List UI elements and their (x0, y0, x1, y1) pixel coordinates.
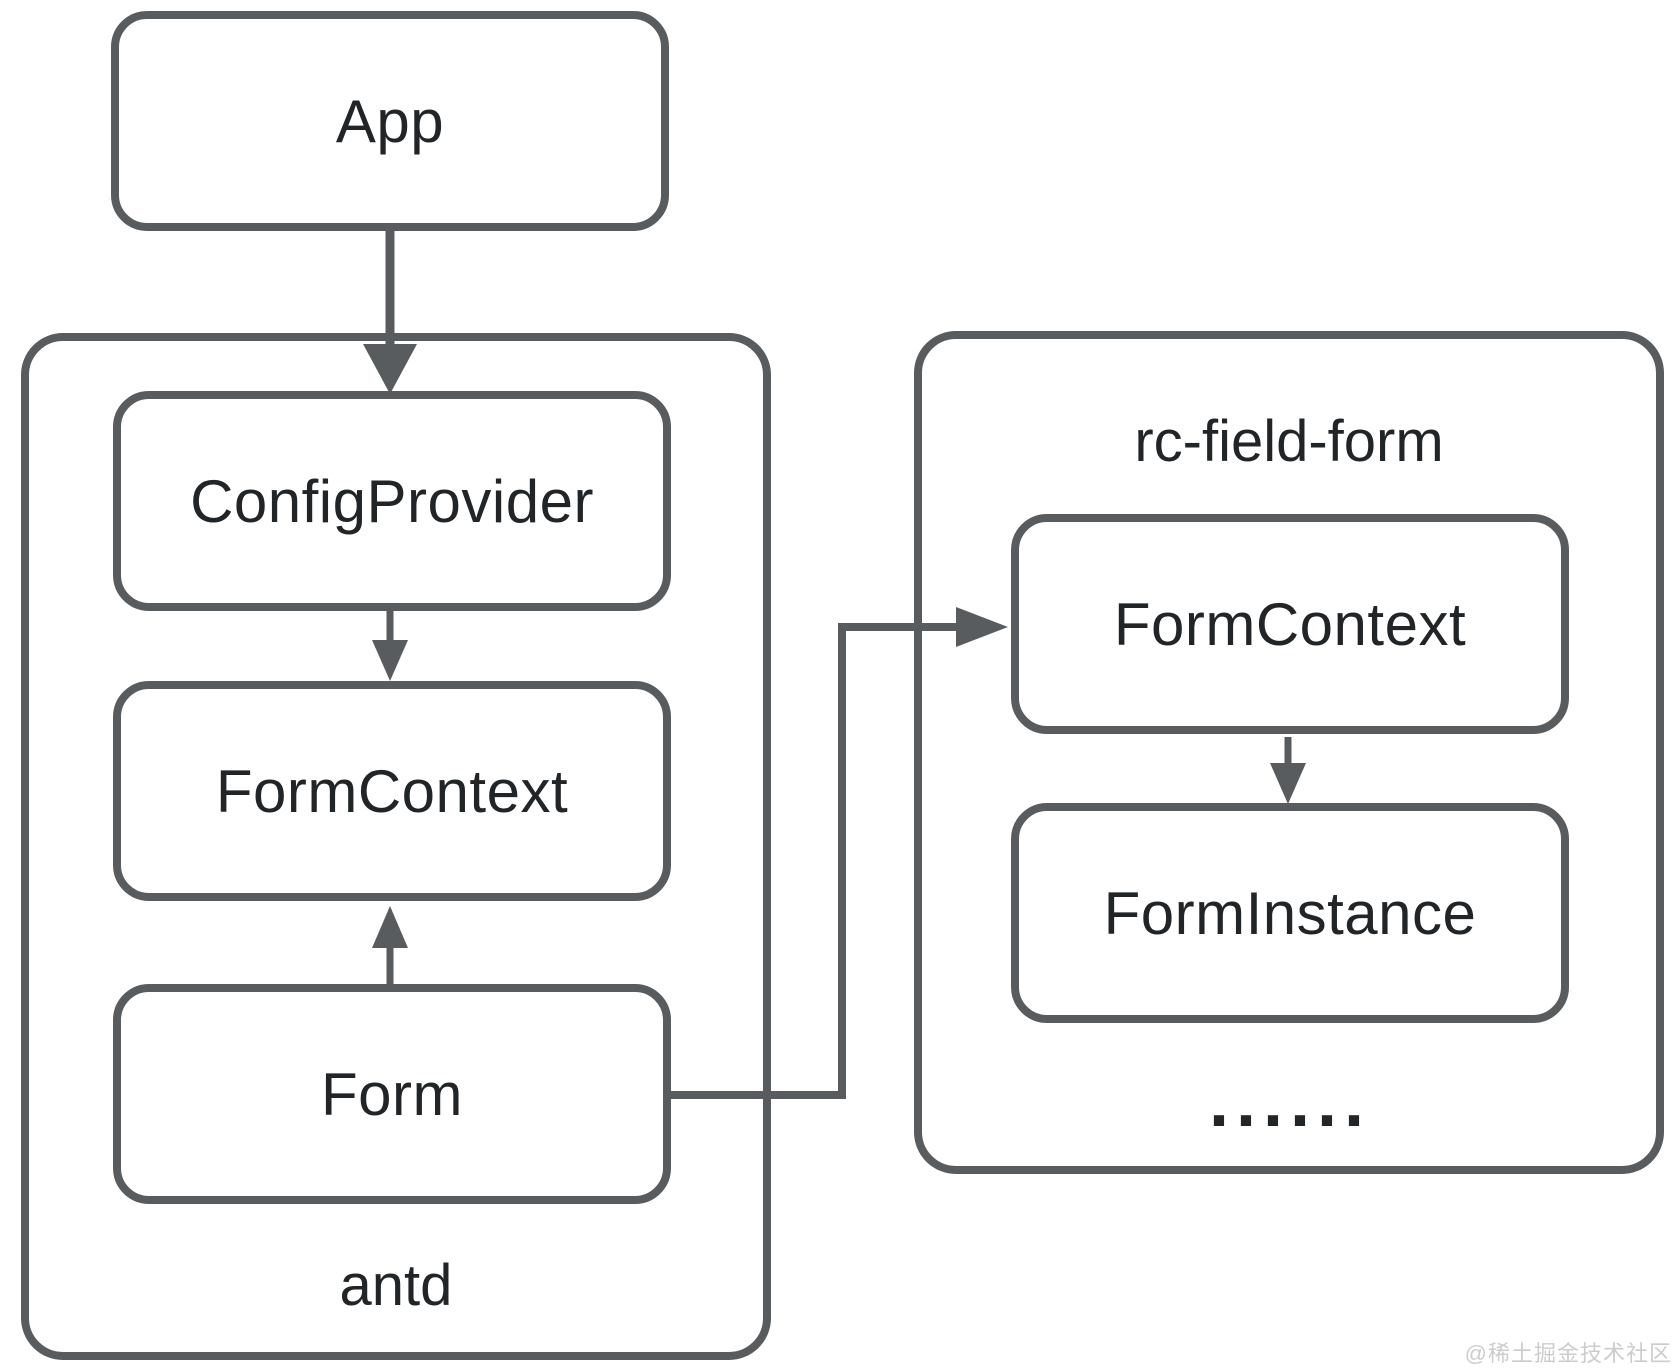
node-form-instance: FormInstance (1011, 803, 1569, 1023)
ellipsis-dots: ...... (1208, 1062, 1372, 1142)
node-form-context-rc-label: FormContext (1113, 590, 1467, 658)
node-config-provider-label: ConfigProvider (190, 467, 594, 535)
node-form-instance-label: FormInstance (1103, 879, 1477, 947)
node-form: Form (113, 984, 671, 1204)
rc-field-form-container-label: rc-field-form (1134, 409, 1444, 474)
watermark-text: @稀土掘金技术社区 (1464, 1341, 1672, 1366)
node-app-label: App (335, 87, 445, 155)
node-form-context-rc: FormContext (1011, 514, 1569, 734)
node-app: App (111, 11, 669, 231)
antd-container-label: antd (339, 1253, 453, 1318)
node-form-label: Form (321, 1060, 463, 1128)
node-config-provider: ConfigProvider (113, 391, 671, 611)
node-form-context-antd-label: FormContext (215, 757, 569, 825)
node-form-context-antd: FormContext (113, 681, 671, 901)
